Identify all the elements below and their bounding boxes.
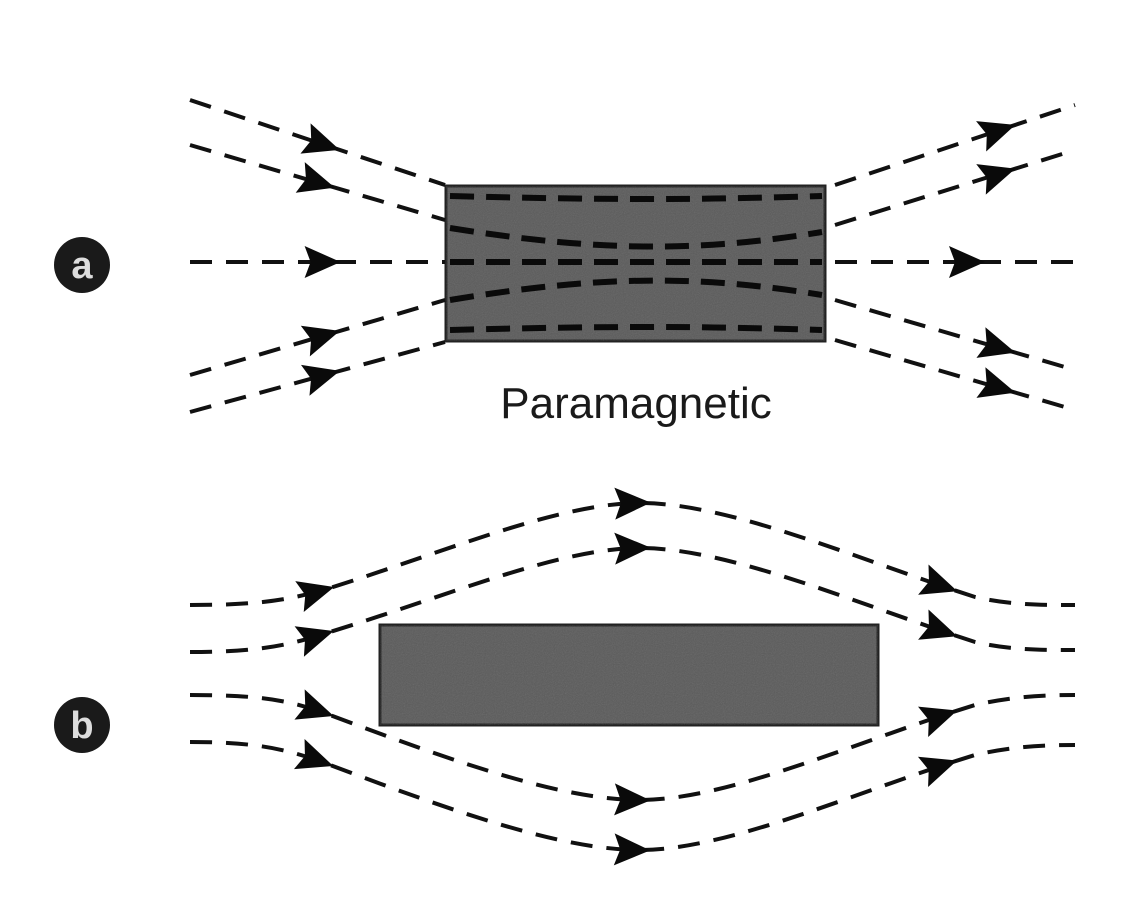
inner-field-line (449, 225, 823, 250)
arrowhead-icon (304, 246, 341, 278)
caption-paramagnetic: Paramagnetic (500, 379, 771, 428)
field-line (834, 103, 1076, 187)
arrowhead-icon (295, 581, 335, 612)
arrowhead-icon (976, 327, 1016, 358)
arrowhead-icon (300, 123, 340, 154)
arrowhead-icon (295, 162, 335, 193)
field-line (189, 340, 446, 414)
arrowhead-icon (614, 532, 651, 565)
arrowhead-icon (917, 756, 958, 788)
field-line (189, 143, 446, 222)
label-a: a (71, 245, 93, 287)
arrowhead-icon (976, 121, 1016, 152)
field-line (189, 298, 446, 377)
arrowhead-icon (300, 325, 340, 357)
inner-field-line (449, 277, 823, 303)
label-badge-a (54, 237, 110, 293)
part-b: b (54, 500, 1076, 853)
arrowhead-icon (301, 364, 340, 396)
arrowhead-icon (918, 564, 958, 595)
arrowhead-icon (949, 246, 985, 278)
inner-field-line (449, 324, 823, 333)
field-line (834, 148, 1076, 227)
label-b: b (70, 705, 93, 747)
arrowhead-icon (918, 609, 958, 640)
inner-field-line (449, 193, 823, 202)
arrowhead-icon (614, 783, 651, 816)
arrowhead-icon (613, 833, 651, 866)
part-a: a Paramagnetic (54, 98, 1076, 428)
label-badge-b (54, 697, 110, 753)
arrowhead-icon (293, 738, 334, 770)
arrowhead-icon (294, 689, 334, 720)
field-line (834, 338, 1076, 412)
field-line (189, 98, 446, 187)
arrowhead-icon (614, 487, 651, 520)
field-line (834, 298, 1076, 372)
arrowhead-icon (918, 706, 958, 738)
arrowhead-icon (976, 164, 1016, 195)
arrowhead-icon (976, 367, 1016, 398)
arrowhead-icon (294, 626, 334, 657)
